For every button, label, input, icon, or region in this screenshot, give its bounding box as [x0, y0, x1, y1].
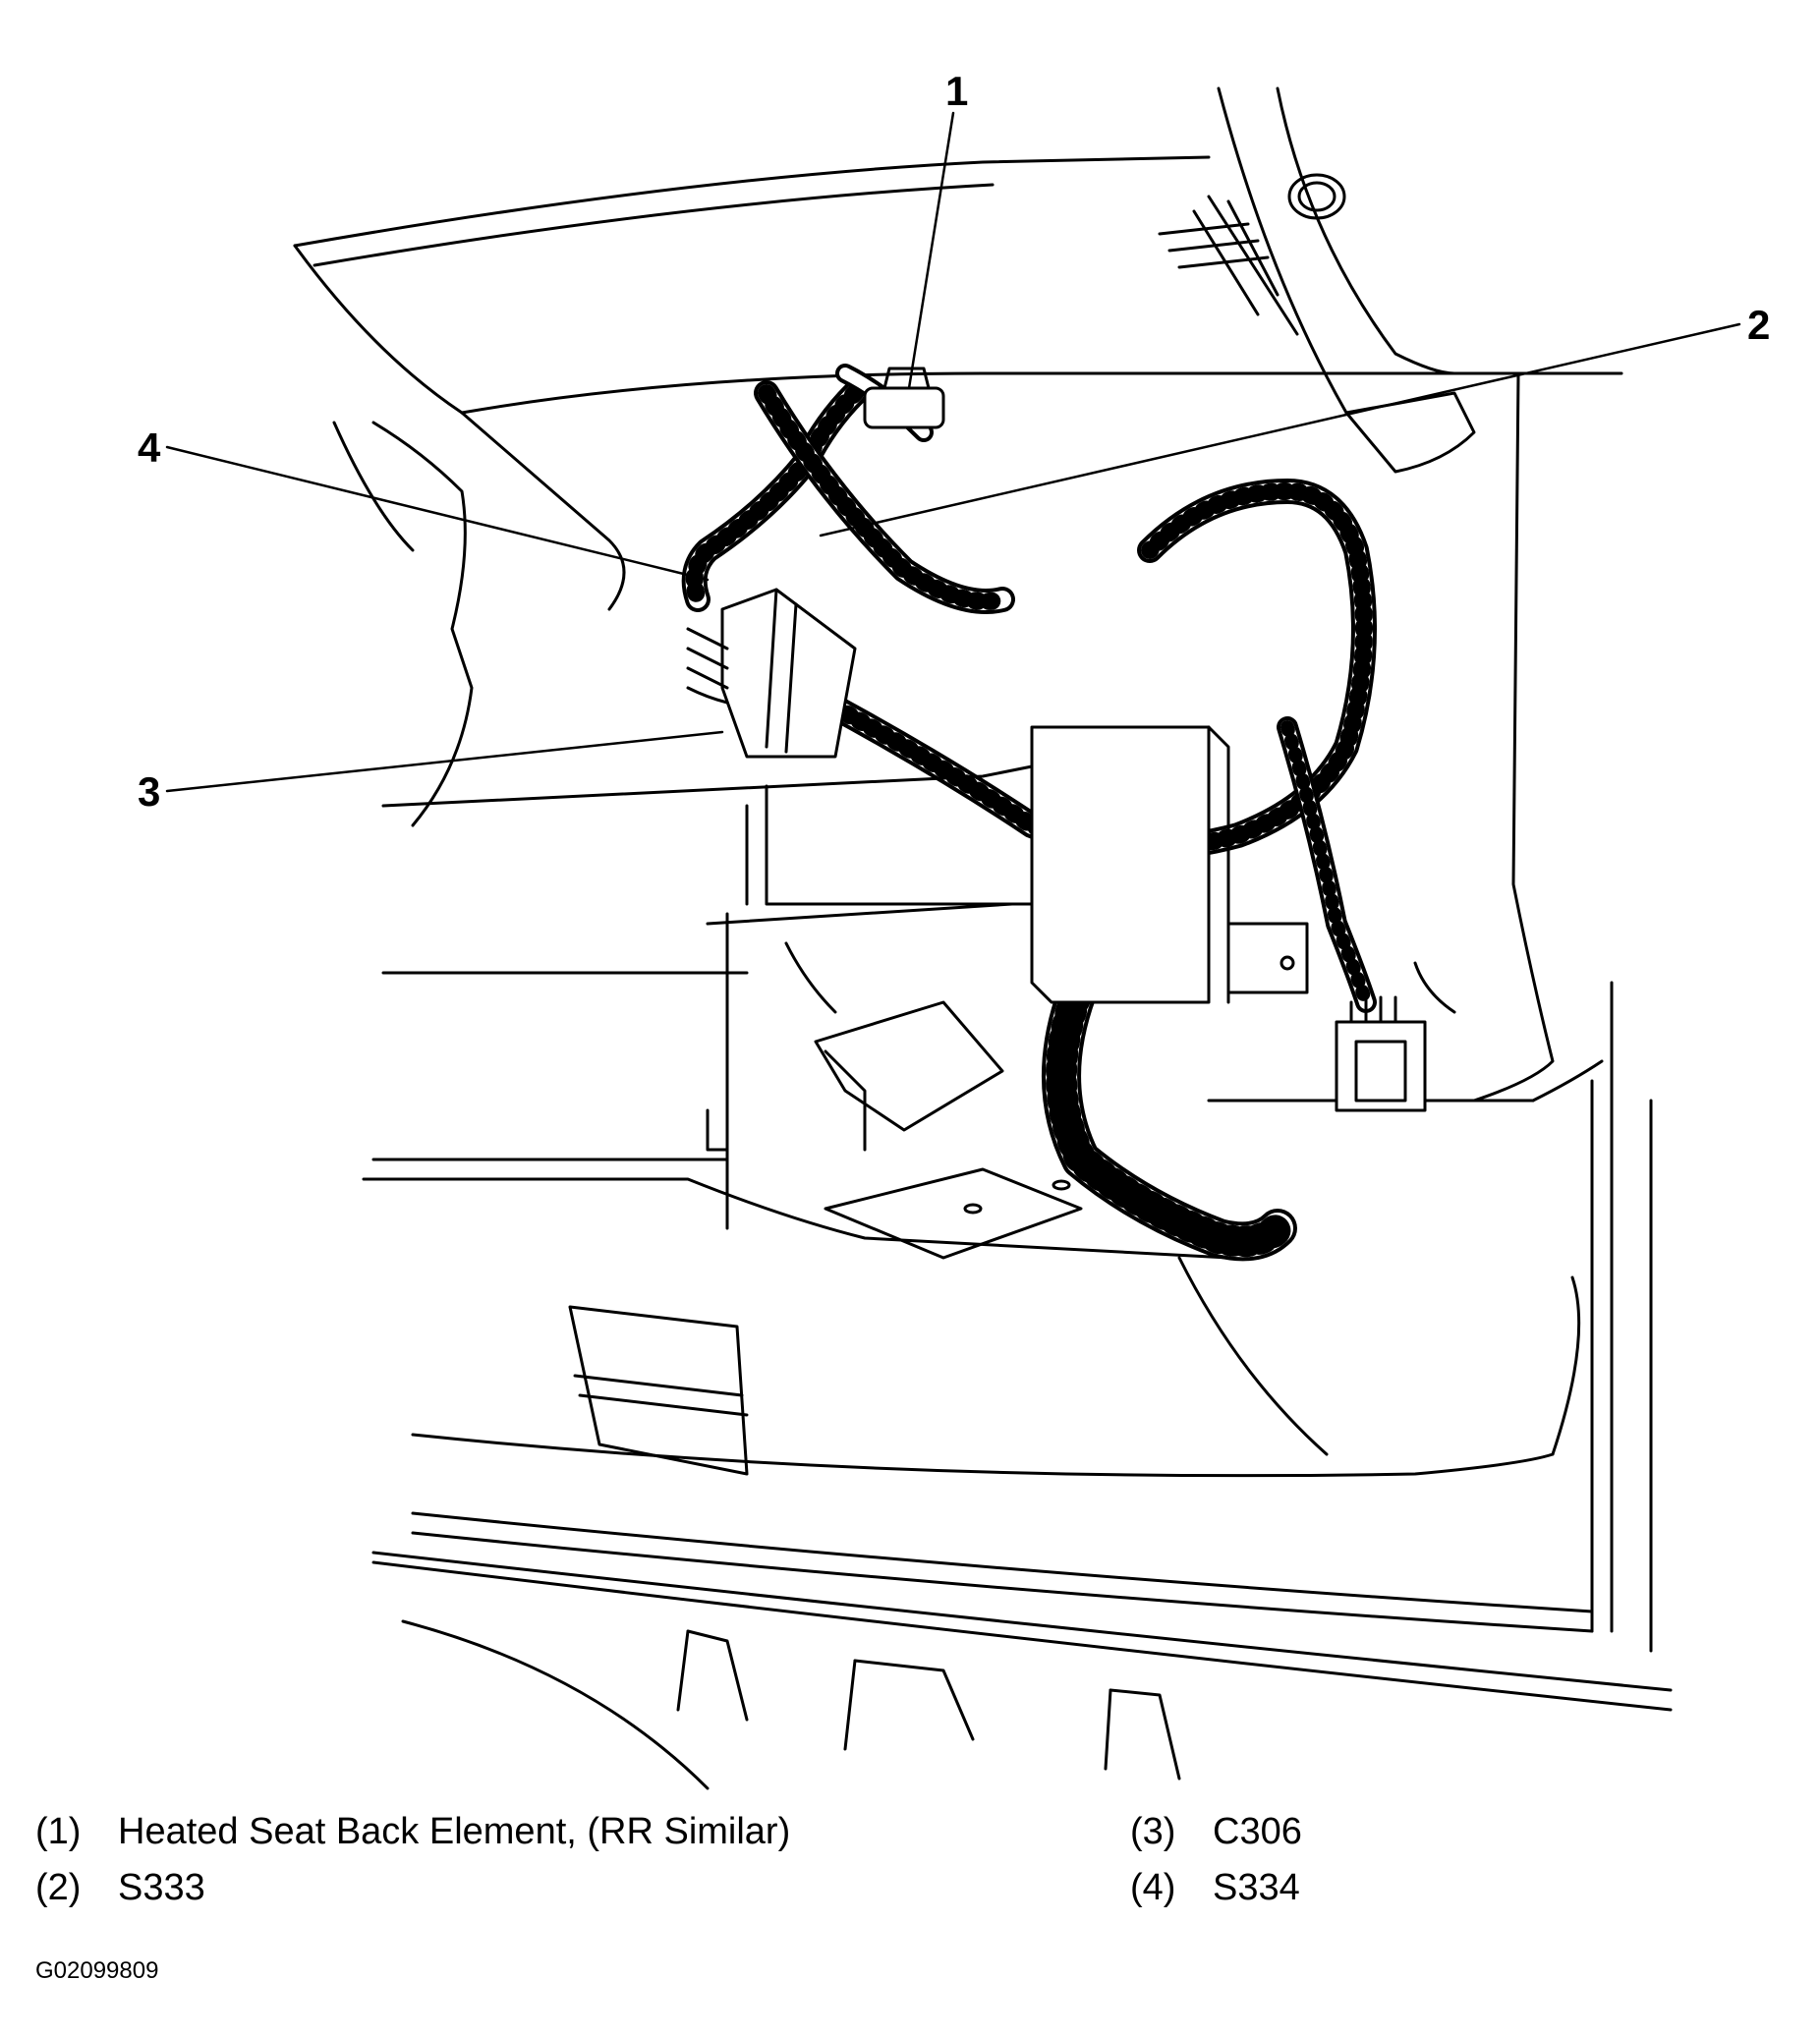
wiring-diagram: 1 2 3 4 [138, 68, 1771, 1790]
callout-2: 2 [1747, 302, 1771, 348]
leader-lines [165, 111, 1741, 793]
legend-item-2: (2) S333 [35, 1869, 205, 1906]
callout-4: 4 [138, 424, 161, 471]
seat-cushion [371, 1256, 1673, 1790]
legend: (1) Heated Seat Back Element, (RR Similar… [0, 1803, 1820, 1980]
legend-item-1: (1) Heated Seat Back Element, (RR Similar… [35, 1813, 790, 1850]
seat-frame [362, 725, 1535, 1260]
legend-num: (2) [35, 1867, 82, 1908]
line-art [165, 86, 1741, 1790]
callout-1: 1 [945, 68, 969, 114]
seat-back-outline [293, 86, 1623, 827]
legend-text: S333 [118, 1867, 205, 1908]
leader-line-3 [165, 730, 724, 793]
small-connector [1335, 995, 1427, 1112]
c306-connector [686, 588, 857, 759]
legend-num: (3) [1130, 1811, 1176, 1852]
hatch-marks [1158, 195, 1299, 336]
figure-id: G02099809 [35, 1957, 159, 1984]
body-pillar [1413, 371, 1653, 1653]
callout-3: 3 [138, 768, 161, 815]
wiring-harness [681, 364, 1377, 1262]
leader-line-4 [165, 445, 710, 582]
legend-item-4: (4) S334 [1130, 1869, 1300, 1906]
leader-line-2 [819, 322, 1741, 537]
legend-num: (4) [1130, 1867, 1176, 1908]
leader-line-1 [907, 111, 955, 390]
legend-text: C306 [1213, 1811, 1302, 1852]
legend-num: (1) [35, 1811, 82, 1852]
legend-text: Heated Seat Back Element, (RR Similar) [118, 1811, 791, 1852]
legend-item-3: (3) C306 [1130, 1813, 1302, 1850]
element-connector [863, 367, 945, 429]
legend-text: S334 [1213, 1867, 1300, 1908]
